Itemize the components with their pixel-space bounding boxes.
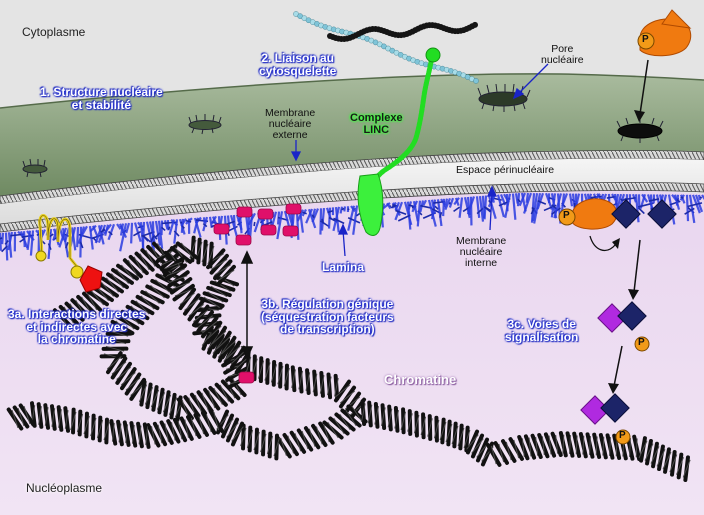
inner-membrane-bilayer bbox=[0, 182, 704, 233]
phosphate-label-kinase: P bbox=[642, 34, 649, 45]
perinuclear-space bbox=[0, 158, 704, 224]
regulation-double-arrow bbox=[240, 250, 254, 360]
phosphate-label-lamina-kinase: P bbox=[563, 210, 570, 221]
phosphate-label-bottom: P bbox=[619, 430, 626, 441]
perinuclear-space-label: Espace périnucléaire bbox=[456, 164, 555, 176]
transcription-factor-icon bbox=[213, 203, 302, 384]
signaling-protein-icon bbox=[580, 199, 677, 425]
chromatin-fiber-icon bbox=[6, 235, 691, 482]
nucleoplasm-label: Nucléoplasme bbox=[26, 481, 103, 495]
nuclear-pore-icon bbox=[22, 83, 664, 178]
cytoskeleton-filaments bbox=[293, 11, 479, 84]
label-pointers bbox=[290, 63, 549, 257]
kinase-icon bbox=[634, 9, 692, 122]
phosphate-icon bbox=[615, 336, 650, 445]
yellow-lamin-binding-protein bbox=[35, 214, 103, 293]
linc-complex-icon bbox=[357, 47, 441, 236]
cytoplasm-label: Cytoplasme bbox=[22, 25, 86, 39]
gene-regulation-label: 3b. Régulation génique(séquestration fac… bbox=[261, 297, 394, 337]
lamina-label: Lamina bbox=[322, 260, 365, 274]
chromatin-label: Chromatine bbox=[384, 372, 457, 387]
phosphate-label-middle: P bbox=[638, 337, 645, 348]
outer-nuclear-membrane bbox=[0, 73, 704, 196]
